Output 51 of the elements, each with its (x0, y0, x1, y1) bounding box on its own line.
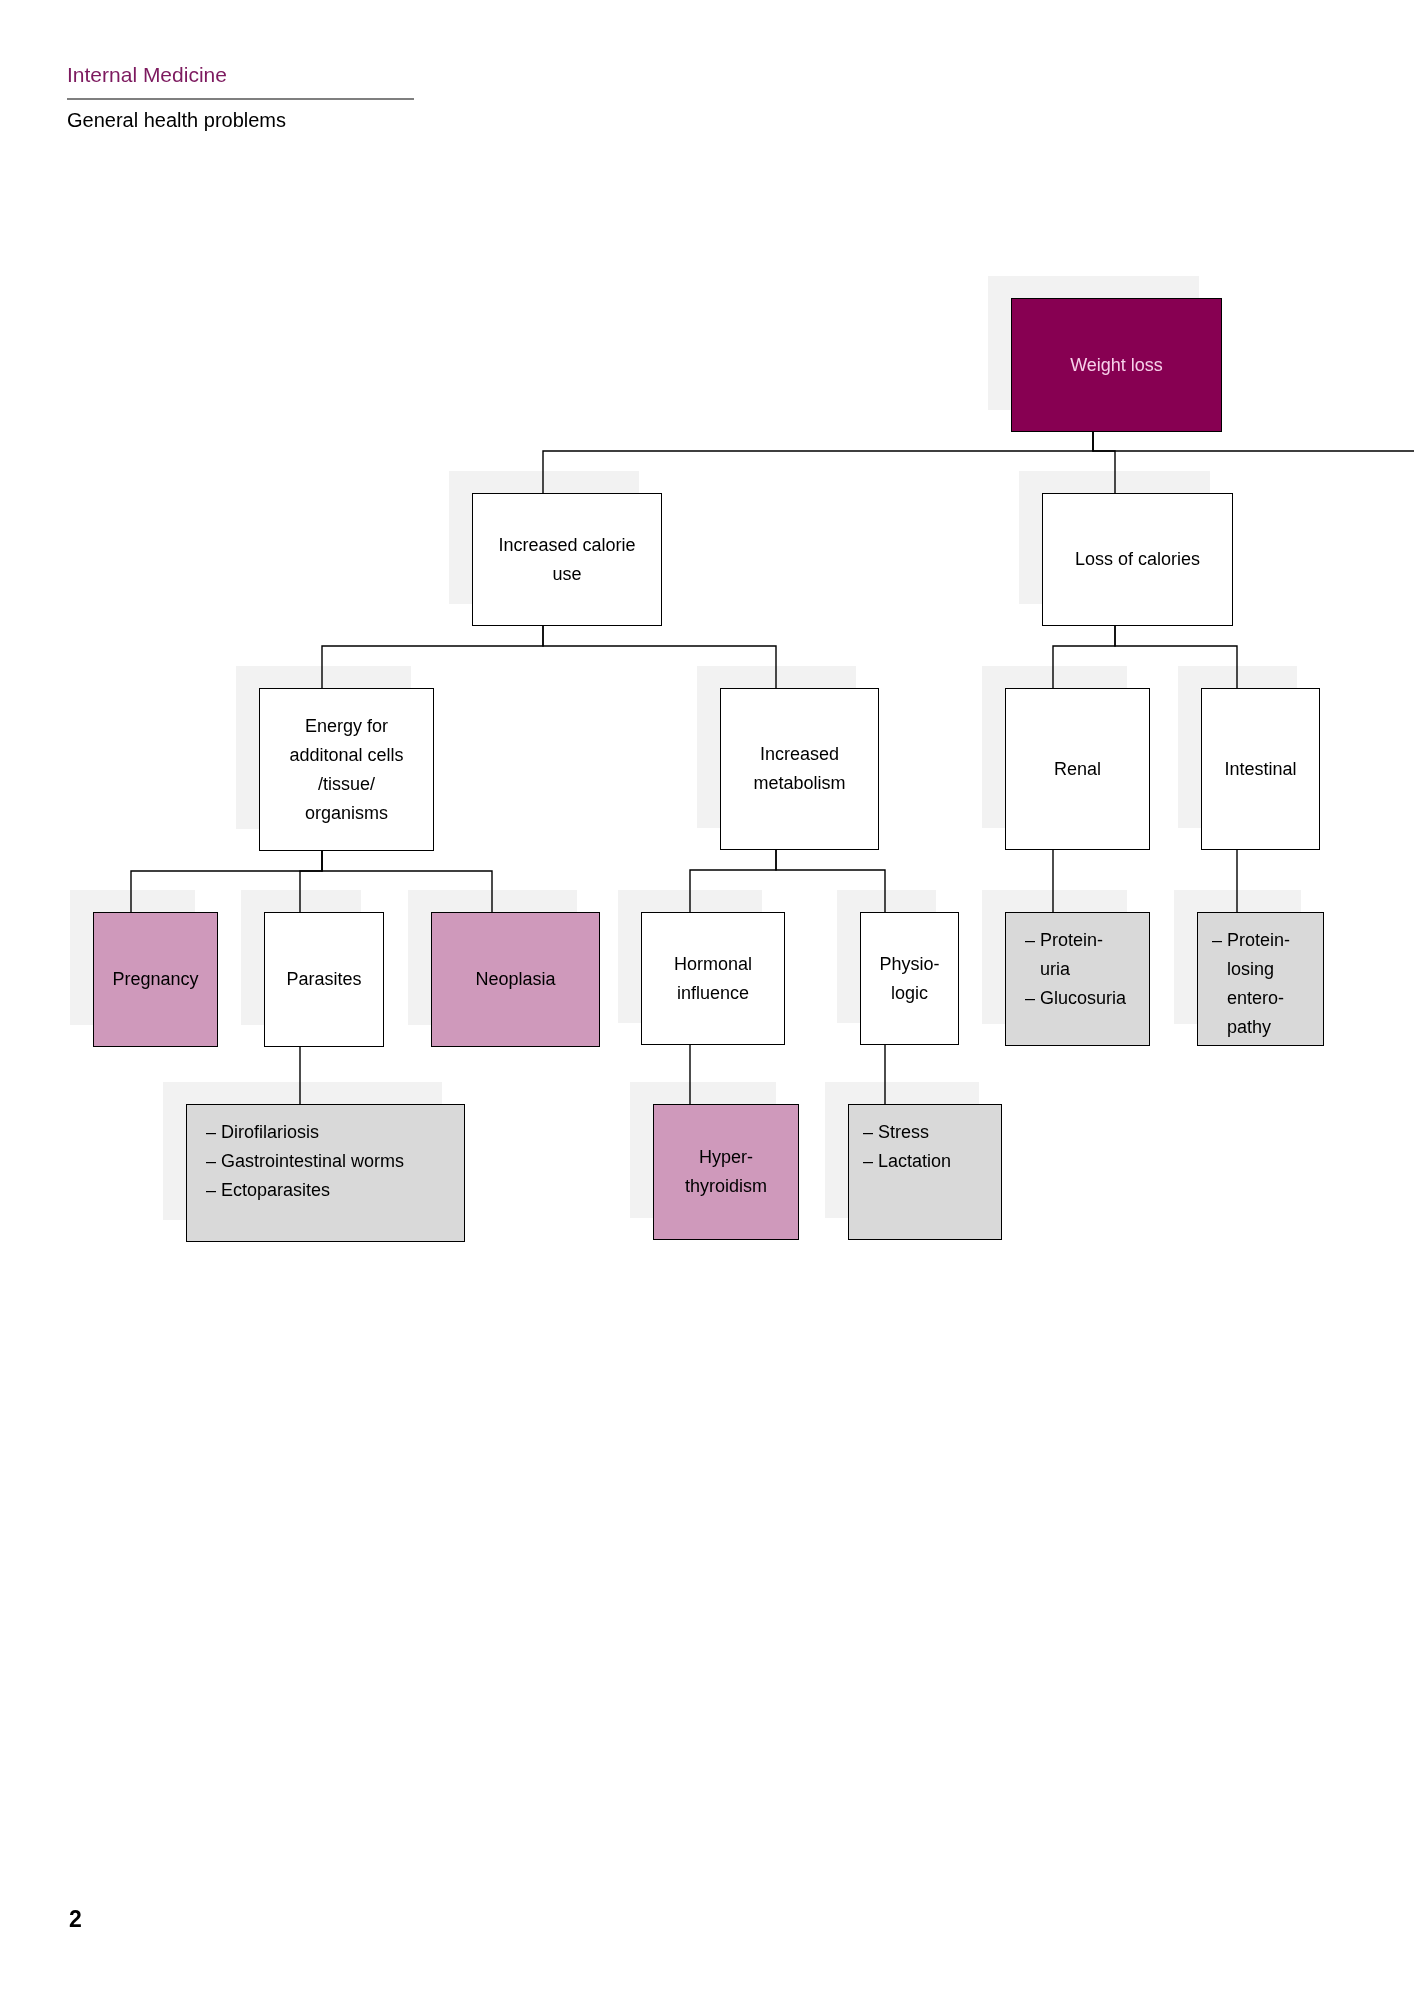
box-label: Energy for additonal cells /tissue/ organisms (288, 714, 405, 825)
box-label: Loss of calories (1074, 548, 1201, 571)
connector-line (884, 1044, 886, 1105)
category-box (1005, 688, 1150, 850)
page-number: 2 (69, 1906, 82, 1932)
category-box (264, 912, 384, 1047)
connector-line (775, 849, 886, 913)
box-label: Neoplasia (475, 968, 556, 991)
box-label: Parasites (286, 968, 362, 991)
section-heading: General health problems (67, 108, 286, 133)
list-item: – Stress (863, 1121, 930, 1144)
list-item: – Protein- uria (1025, 929, 1105, 981)
category-box (259, 688, 434, 851)
category-box (1201, 688, 1320, 850)
box-label: Hormonal influence (673, 952, 753, 1005)
list-box (848, 1104, 1002, 1240)
box-label: Pregnancy (112, 968, 199, 991)
category-box (860, 912, 959, 1045)
connector-line (689, 1044, 691, 1105)
connector-line (1092, 431, 1414, 452)
list-item: – Ectoparasites (206, 1179, 331, 1202)
connector-line (1052, 849, 1054, 913)
box-label: Increased metabolism (752, 743, 847, 795)
list-item: – Glucosuria (1025, 987, 1127, 1010)
connector-line (299, 1046, 301, 1105)
root-box (1011, 298, 1222, 432)
connector-line (542, 625, 777, 689)
list-box (186, 1104, 465, 1242)
list-item: – Gastrointestinal worms (206, 1150, 405, 1173)
highlighted-box (93, 912, 218, 1047)
list-box (1197, 912, 1324, 1046)
category-box (472, 493, 662, 626)
box-label: Physio- logic (878, 952, 941, 1005)
box-label: Intestinal (1224, 757, 1297, 781)
highlighted-box (431, 912, 600, 1047)
list-item: – Dirofilariosis (206, 1121, 320, 1144)
category-box (641, 912, 785, 1045)
connector-line (321, 850, 493, 913)
box-label: Hyper- thyroidism (684, 1146, 768, 1198)
list-item: – Lactation (863, 1150, 952, 1173)
category-box (720, 688, 879, 850)
list-box (1005, 912, 1150, 1046)
running-header: Internal Medicine (67, 62, 227, 88)
connector-line (1236, 849, 1238, 913)
category-box (1042, 493, 1233, 626)
highlighted-box (653, 1104, 799, 1240)
box-label: Increased calorie use (497, 533, 637, 586)
box-label: Weight loss (1070, 353, 1163, 377)
connector-line (1114, 625, 1238, 689)
box-label: Renal (1054, 757, 1101, 781)
list-item: – Protein- losing entero- pathy (1212, 929, 1292, 1039)
